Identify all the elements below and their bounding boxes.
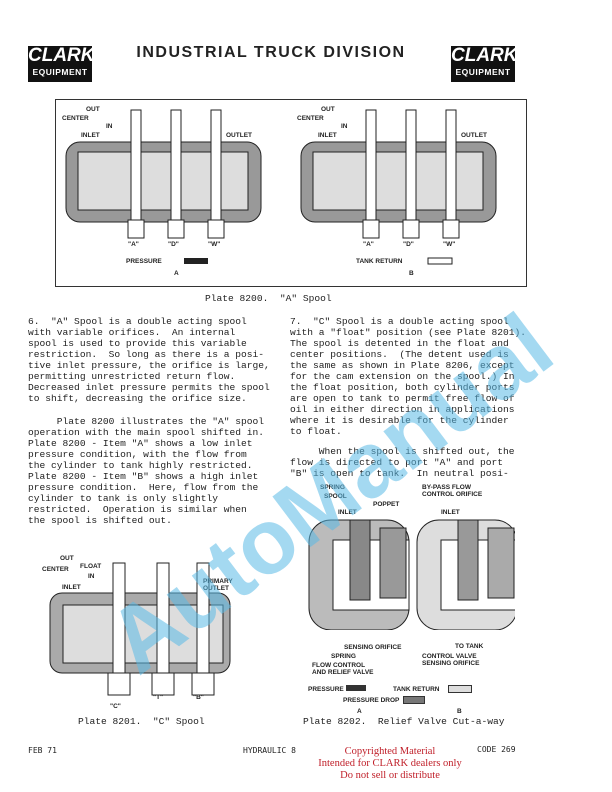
clark-logo-right: CLARK EQUIPMENT [451, 45, 518, 82]
pressure-drop-swatch [403, 696, 425, 704]
item-letter: A [174, 270, 179, 277]
legend-tank-return: TANK RETURN [393, 686, 440, 693]
copyright-line: Do not sell or distribute [340, 770, 440, 781]
port-label: "T" [153, 694, 164, 701]
label-inlet: INLET [62, 584, 81, 591]
port-label: "A" [128, 241, 139, 248]
paragraph-c-spool: 7. "C" Spool is a double acting spool wi… [290, 316, 527, 437]
label-inlet: INLET [441, 509, 460, 516]
item-letter: A [357, 708, 362, 715]
label-spring: SPRING [331, 653, 356, 660]
port-label: "W" [443, 241, 456, 248]
paragraph-plate-8200: Plate 8200 illustrates the "A" spool ope… [28, 416, 265, 526]
footer-code: CODE 269 [477, 745, 516, 754]
legend-pressure: PRESSURE [308, 686, 344, 693]
port-label: "W" [208, 241, 221, 248]
label-spool: SPOOL [324, 493, 347, 500]
spool-diagram-illustration [65, 109, 497, 265]
tank-return-swatch [448, 685, 472, 693]
plate-8202-caption: Plate 8202. Relief Valve Cut-a-way [303, 716, 505, 727]
label-center: CENTER [297, 115, 324, 122]
label-poppet: POPPET [373, 501, 400, 508]
label-primary-outlet: PRIMARY OUTLET [203, 578, 233, 592]
plate-8201-illustration [49, 562, 231, 696]
page-title: INDUSTRIAL TRUCK DIVISION [136, 44, 406, 61]
port-label: "A" [363, 241, 374, 248]
label-float: FLOAT [80, 563, 102, 570]
label-center: CENTER [62, 115, 89, 122]
label-inlet: INLET [81, 132, 100, 139]
plate-8201-caption: Plate 8201. "C" Spool [78, 716, 205, 727]
label-sensing-orifice: SENSING ORIFICE [344, 644, 402, 651]
footer-section: HYDRAULIC 8 [243, 746, 296, 755]
label-flow-control: FLOW CONTROL AND RELIEF VALVE [312, 662, 374, 676]
label-inlet: INLET [318, 132, 337, 139]
label-spring: SPRING [320, 484, 345, 491]
label-outlet: OUTLET [226, 132, 252, 139]
plate-8202-illustration [308, 519, 515, 630]
item-letter: B [457, 708, 462, 715]
logo-text: CLARK [28, 45, 95, 66]
port-label: "C" [110, 703, 121, 710]
item-letter: B [409, 270, 414, 277]
label-in: IN [106, 123, 113, 130]
legend-pressure-drop: PRESSURE DROP [343, 697, 400, 704]
label-out: OUT [86, 106, 100, 113]
plate-8200-figure: OUT CENTER IN INLET OUTLET "A" "D" "W" P… [55, 99, 527, 287]
pressure-swatch [346, 685, 366, 691]
copyright-notice: Copyrighted Material Intended for CLARK … [305, 746, 475, 782]
port-label: "B" [193, 694, 204, 701]
plate-8200-caption: Plate 8200. "A" Spool [205, 293, 332, 304]
legend-tank-return: TANK RETURN [356, 258, 403, 265]
logo-text: CLARK [451, 45, 518, 66]
clark-logo-left: CLARK EQUIPMENT [28, 45, 95, 82]
label-to-tank: TO TANK [455, 643, 484, 650]
label-control-valve: CONTROL VALVE SENSING ORIFICE [422, 653, 480, 667]
label-out: OUT [60, 555, 74, 562]
paragraph-a-spool: 6. "A" Spool is a double acting spool wi… [28, 316, 270, 404]
logo-subtext: EQUIPMENT [455, 67, 511, 77]
port-label: "D" [168, 241, 179, 248]
label-in: IN [88, 573, 95, 580]
copyright-line: Copyrighted Material [344, 746, 436, 757]
footer-date: FEB 71 [28, 746, 57, 755]
paragraph-spool-shifted: When the spool is shifted out, the flow … [290, 446, 515, 479]
label-out: OUT [321, 106, 335, 113]
port-label: "D" [403, 241, 414, 248]
logo-subtext: EQUIPMENT [32, 67, 88, 77]
label-inlet: INLET [338, 509, 357, 516]
label-in: IN [341, 123, 348, 130]
label-outlet: OUTLET [461, 132, 487, 139]
label-center: CENTER [42, 566, 69, 573]
label-bypass-orifice: BY-PASS FLOW CONTROL ORIFICE [422, 484, 483, 498]
legend-pressure: PRESSURE [126, 258, 162, 265]
copyright-line: Intended for CLARK dealers only [318, 758, 462, 769]
